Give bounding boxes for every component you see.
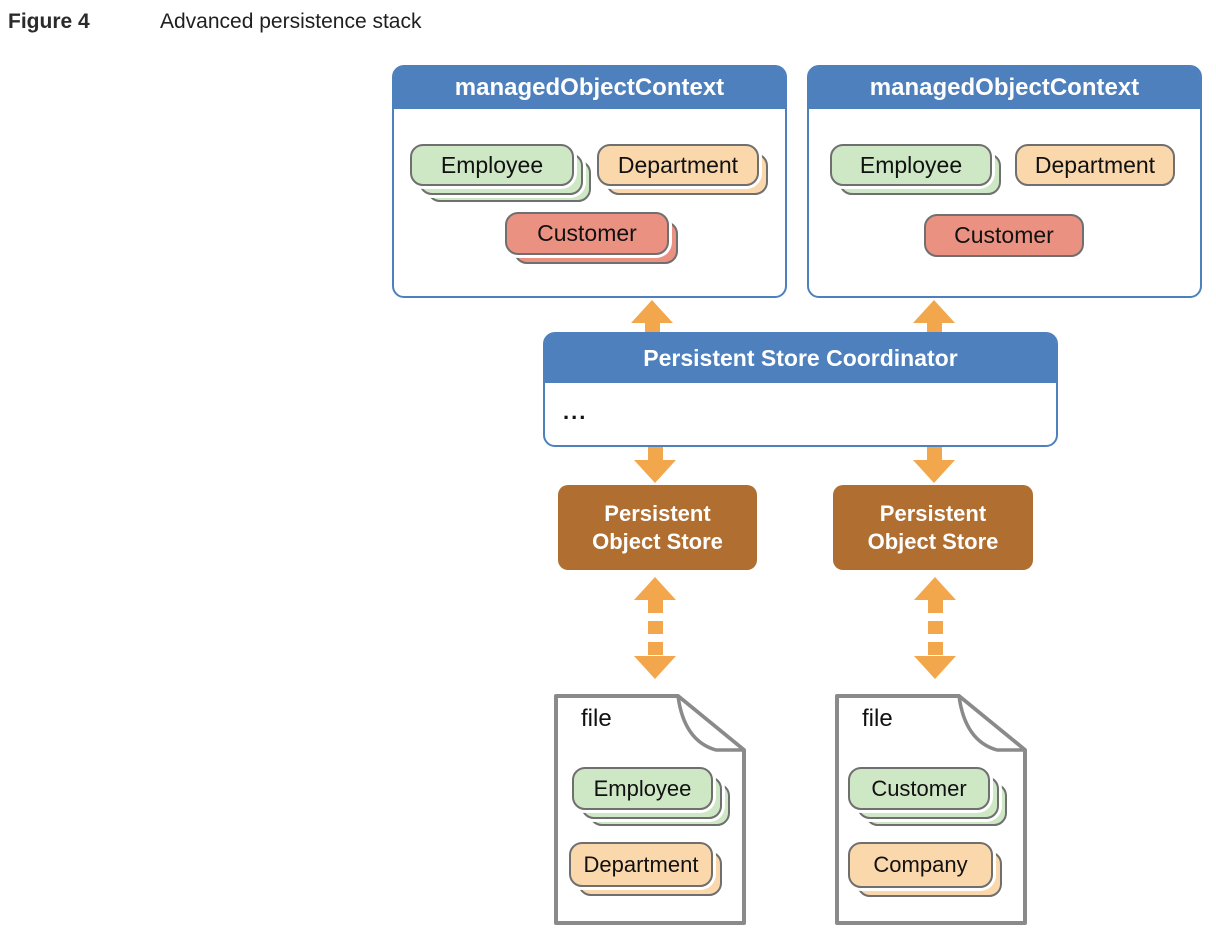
pill-label: Department [569, 842, 713, 887]
pill-label: Customer [924, 214, 1084, 257]
persistent-object-store-box-2: Persistent Object Store [833, 485, 1033, 570]
file-icon: file Employee Department [553, 693, 747, 926]
entity-pill-department: Department [1015, 144, 1175, 186]
context-header: managedObjectContext [809, 67, 1200, 109]
entity-pill-customer: Customer [924, 214, 1084, 257]
file-label: file [581, 705, 612, 732]
pill-label: Customer [848, 767, 990, 810]
arrow-down-icon [913, 441, 955, 483]
file-fold [676, 694, 746, 752]
entity-pill-employee: Employee [830, 144, 1001, 195]
file-label: file [862, 705, 893, 732]
store-label: Persistent Object Store [592, 501, 723, 554]
entity-pill-employee: Employee [410, 144, 591, 202]
double-arrow-icon [634, 577, 676, 679]
entity-pill-customer: Customer [505, 212, 678, 264]
entity-pill-department: Department [569, 842, 722, 896]
figure-label: Figure 4 [8, 10, 90, 33]
pill-label: Department [597, 144, 759, 186]
figure-caption: Advanced persistence stack [160, 10, 422, 33]
coordinator-header: Persistent Store Coordinator [545, 334, 1056, 383]
file-fold [957, 694, 1027, 752]
context-header: managedObjectContext [394, 67, 785, 109]
pill-label: Employee [410, 144, 574, 186]
arrow-down-icon [634, 441, 676, 483]
pill-label: Employee [572, 767, 713, 810]
file-icon: file Customer Company [834, 693, 1028, 926]
pill-label: Customer [505, 212, 669, 255]
pill-label: Company [848, 842, 993, 888]
pill-label: Employee [830, 144, 992, 186]
entity-pill-company: Company [848, 842, 1002, 897]
entity-pill-department: Department [597, 144, 768, 195]
persistent-store-coordinator-box: Persistent Store Coordinator ... [543, 332, 1058, 447]
pill-label: Department [1015, 144, 1175, 186]
double-arrow-icon [914, 577, 956, 679]
entity-pill-customer: Customer [848, 767, 1007, 826]
managed-object-context-box-2: managedObjectContext Employee Department… [807, 65, 1202, 298]
managed-object-context-box-1: managedObjectContext Employee Department… [392, 65, 787, 298]
coordinator-body-ellipsis: ... [563, 399, 588, 424]
store-label: Persistent Object Store [867, 501, 999, 554]
persistent-object-store-box-1: Persistent Object Store [558, 485, 757, 570]
entity-pill-employee: Employee [572, 767, 730, 826]
